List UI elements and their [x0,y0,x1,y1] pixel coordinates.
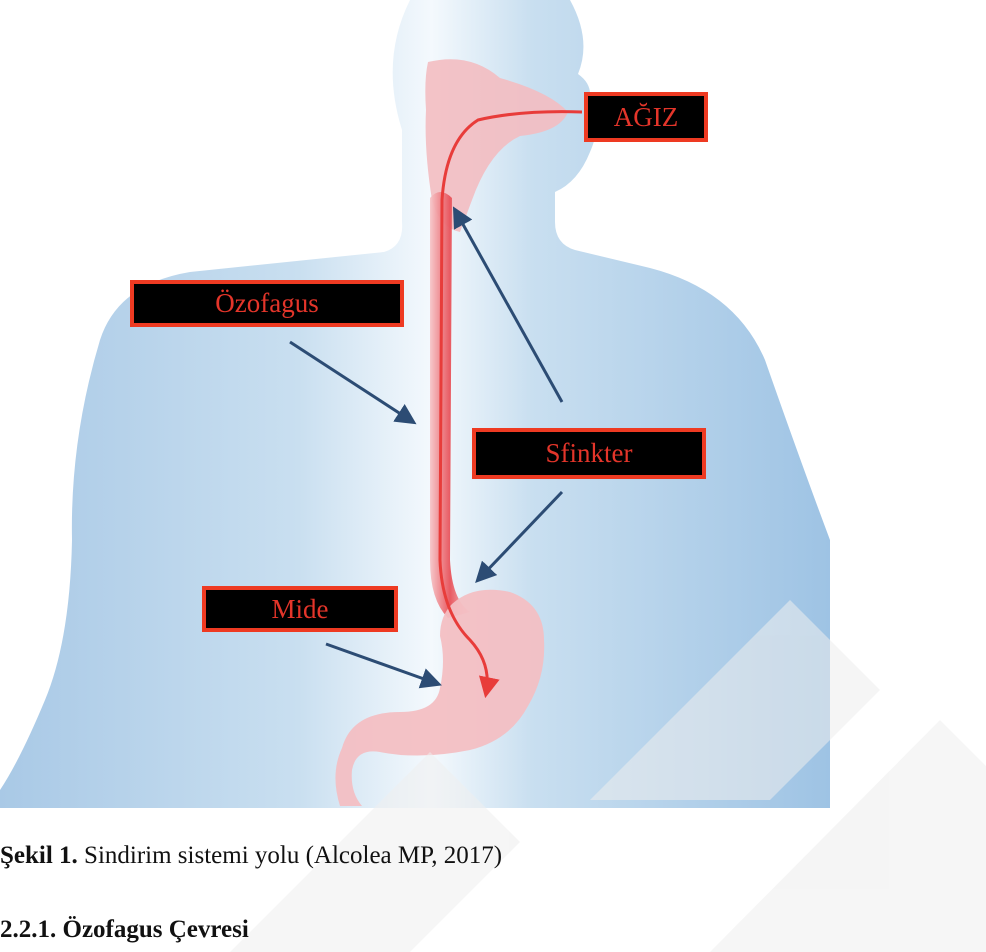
label-agiz: AĞIZ [584,92,708,142]
caption-text: Sindirim sistemi yolu (Alcolea MP, 2017) [78,842,502,869]
label-sfinkter: Sfinkter [472,428,706,479]
label-mide: Mide [202,586,398,632]
label-ozofagus: Özofagus [130,280,404,327]
section-heading: 2.2.1. Özofagus Çevresi [0,916,249,944]
digestive-system-figure: AĞIZ Özofagus Sfinkter Mide [0,0,830,808]
figure-caption: Şekil 1. Sindirim sistemi yolu (Alcolea … [0,842,502,870]
caption-prefix: Şekil 1. [0,842,78,869]
